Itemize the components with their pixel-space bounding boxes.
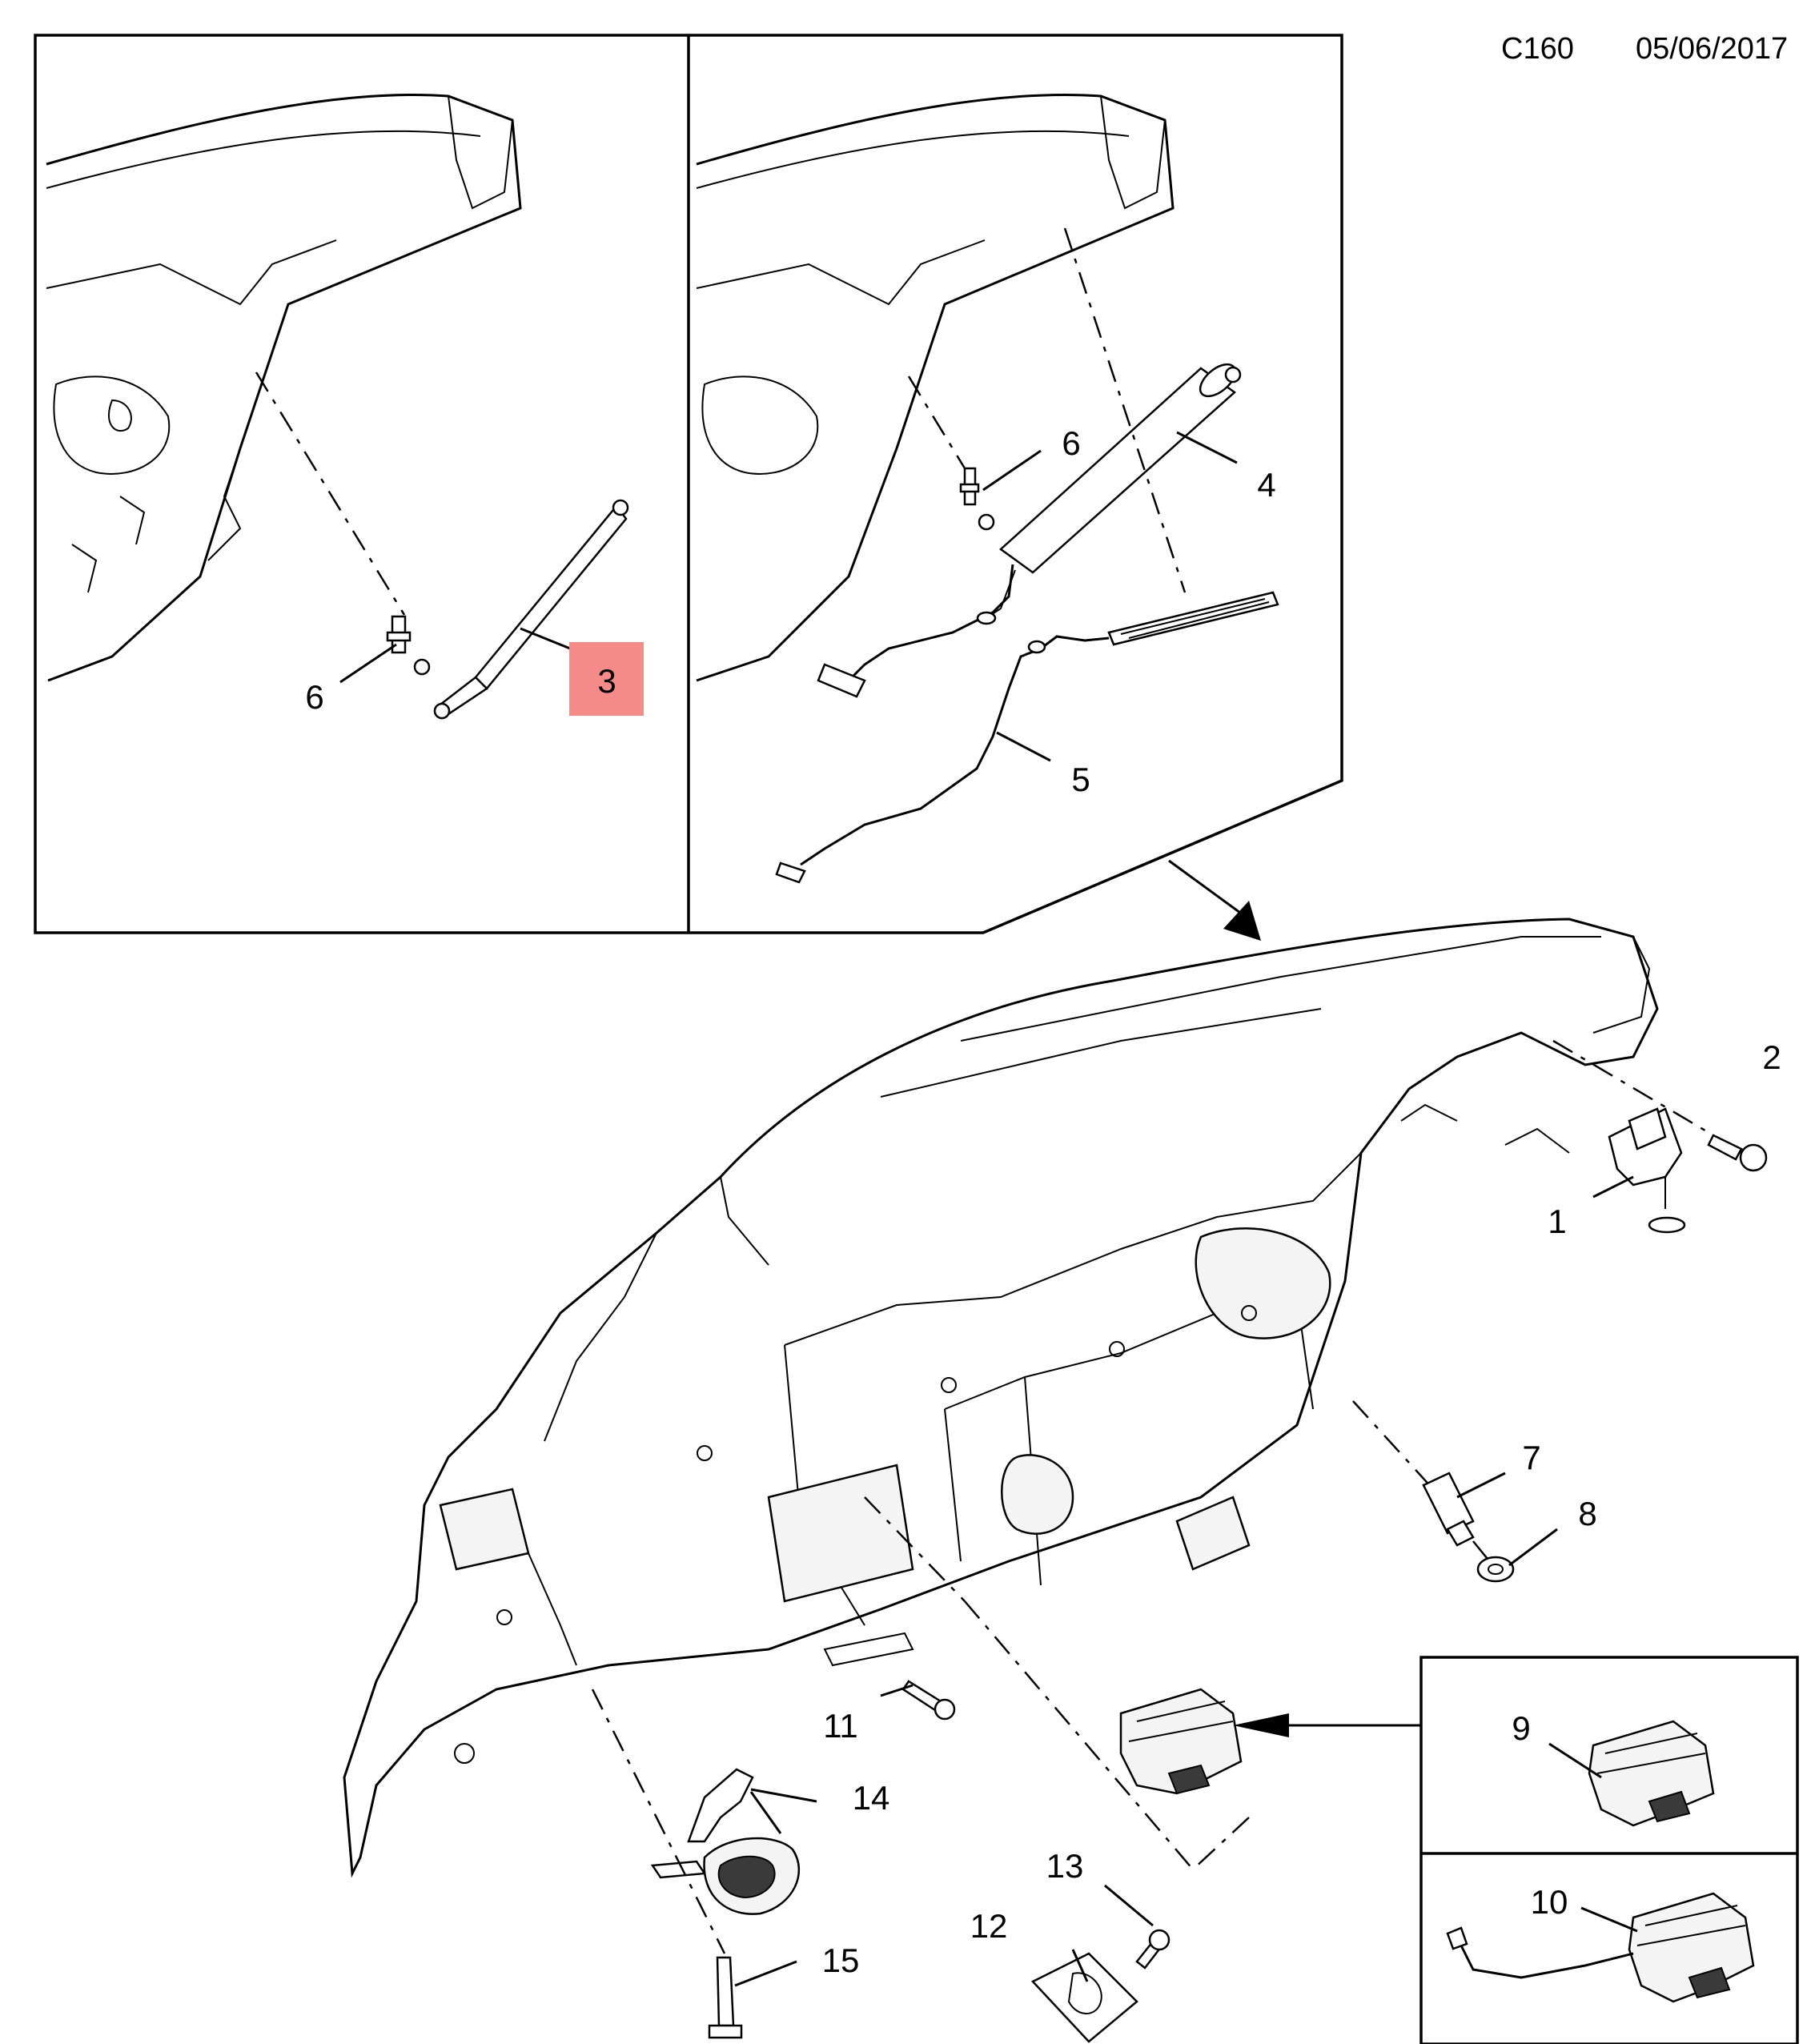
callout-6b-leader <box>982 449 1042 492</box>
callout-15: 15 <box>822 1942 860 1979</box>
top-left-inset-panel <box>34 34 690 934</box>
callout-14: 14 <box>853 1779 890 1817</box>
switch-part-7 <box>1422 1472 1475 1547</box>
highlight-part-3 <box>569 642 644 716</box>
arrow-down-shaft <box>1168 859 1250 921</box>
leader-dash-bolt-2 <box>1552 1039 1714 1137</box>
callout-7: 7 <box>1522 1439 1540 1476</box>
bolt-part-13 <box>1135 1929 1171 1970</box>
arrow-down-head <box>1223 901 1261 941</box>
callout-3: 3 <box>597 662 616 700</box>
callout-4-leader <box>1176 431 1238 464</box>
callout-11-leader <box>880 1684 914 1697</box>
callout-9: 9 <box>1512 1709 1530 1747</box>
striker-part-12 <box>1030 1952 1138 2043</box>
bottom-right-inset-panel <box>1419 1656 1799 2044</box>
trunk-lid-partial-view-left <box>46 94 522 682</box>
callout-12: 12 <box>970 1907 1008 1945</box>
callout-10: 10 <box>1531 1883 1568 1921</box>
ball-stud-part-6-right <box>959 467 995 531</box>
diagram-date: 05/06/2017 <box>1636 32 1789 66</box>
ball-stud-part-6-left <box>386 615 431 676</box>
gas-strut-part-3 <box>433 499 629 720</box>
leader-dash-latch <box>964 1600 1194 1870</box>
callout-13-leader <box>1104 1884 1154 1927</box>
callout-15-leader <box>734 1960 797 1987</box>
callout-14-leader-a <box>750 1788 817 1803</box>
callout-7-leader <box>1456 1472 1506 1499</box>
hinge-part-1 <box>1608 1107 1686 1234</box>
callout-10-leader <box>1580 1906 1638 1933</box>
callout-5: 5 <box>1071 761 1090 798</box>
callout-6-right: 6 <box>1062 424 1080 462</box>
latch-part-9 <box>1588 1720 1715 1827</box>
callout-13: 13 <box>1046 1847 1084 1885</box>
callout-9-leader <box>1548 1742 1602 1779</box>
callout-2: 2 <box>1762 1038 1781 1076</box>
diagram-code: C160 <box>1501 32 1574 66</box>
callout-8-leader <box>1508 1528 1558 1567</box>
callout-12-leader <box>1071 1949 1089 1982</box>
strut-wire-harness <box>817 564 1014 698</box>
callout-5-leader <box>996 731 1051 762</box>
callout-6-left: 6 <box>305 678 323 716</box>
bolt-part-2 <box>1707 1134 1768 1172</box>
latch-assembly-main <box>1119 1688 1243 1795</box>
callout-4: 4 <box>1257 466 1275 504</box>
leader-dash-14 <box>591 1689 726 1954</box>
power-strut-part-4 <box>988 363 1242 617</box>
callout-3-leader <box>520 627 571 650</box>
callout-1: 1 <box>1548 1203 1566 1240</box>
callout-1-leader <box>1592 1175 1634 1199</box>
trunk-lid-partial-view-right <box>696 94 1175 682</box>
trunk-lid-main-view <box>343 918 1659 1878</box>
latch-part-10 <box>1446 1892 1755 2003</box>
leader-dash-latch-b <box>1192 1817 1250 1870</box>
leader-dash-left <box>255 371 406 616</box>
leader-dash-8 <box>1472 1540 1492 1564</box>
lock-bracket-part-14 <box>650 1768 801 1915</box>
leader-dash-7 <box>1352 1400 1434 1490</box>
leader-dash-right-sensor <box>1063 227 1187 593</box>
callout-14-leader-b <box>749 1791 782 1834</box>
leader-dash-right-6 <box>907 375 966 469</box>
pointer-arrow-latch <box>1233 1713 1289 1737</box>
callout-8: 8 <box>1578 1495 1596 1532</box>
top-right-inset-panel <box>689 34 1343 934</box>
callout-6a-leader <box>339 643 397 684</box>
callout-11: 11 <box>823 1707 858 1745</box>
sensor-strip-part-5 <box>775 591 1279 884</box>
screw-part-15 <box>708 1956 743 2039</box>
seal-part-8 <box>1476 1556 1515 1583</box>
